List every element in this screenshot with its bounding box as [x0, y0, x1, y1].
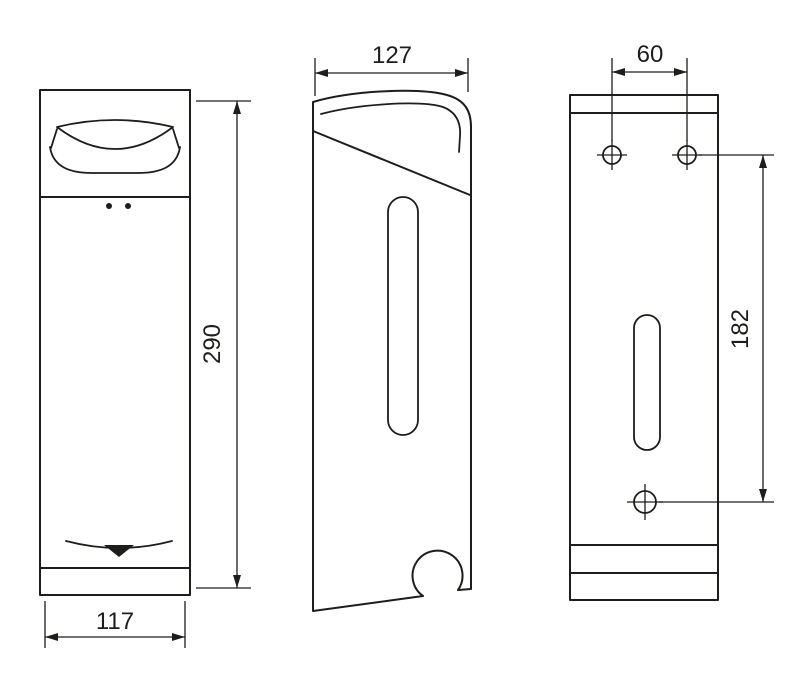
arrowhead-right — [674, 68, 687, 76]
dimension-label-290: 290 — [199, 324, 226, 364]
dimension-front-width: 117 — [44, 601, 186, 648]
dimension-label-60: 60 — [637, 41, 664, 68]
arrowhead-right — [455, 69, 468, 77]
arrowhead-left — [612, 68, 625, 76]
dimension-label-182: 182 — [727, 309, 754, 349]
dimension-hole-spacing-y: 182 — [659, 154, 774, 503]
front-opening-right-edge — [172, 128, 180, 149]
front-indicator-dot-right — [125, 203, 131, 209]
arrowhead-up — [759, 155, 767, 168]
front-down-arrow-marker — [104, 545, 134, 557]
back-mount-hole-top-right — [672, 140, 702, 170]
side-top-diagonal — [312, 130, 471, 196]
dimension-label-127: 127 — [372, 42, 412, 69]
back-window-slot — [633, 314, 661, 451]
dimension-front-height: 290 — [196, 100, 251, 589]
arrowhead-down — [759, 489, 767, 502]
back-outline — [569, 94, 719, 601]
front-opening-left-edge — [50, 128, 58, 149]
arrowhead-right — [172, 633, 185, 641]
dimension-label-117: 117 — [96, 608, 134, 635]
front-outline — [39, 89, 191, 596]
back-mount-hole-bottom — [627, 484, 663, 520]
arrowhead-down — [233, 575, 241, 588]
side-window-slot — [387, 196, 419, 436]
arrowhead-up — [233, 101, 241, 114]
back-mount-hole-top-left — [597, 140, 627, 170]
side-view — [312, 89, 472, 612]
front-view — [39, 89, 191, 596]
arrowhead-left — [315, 69, 328, 77]
front-indicator-dot-left — [106, 203, 112, 209]
arrowhead-left — [45, 633, 58, 641]
dimension-side-depth: 127 — [314, 42, 469, 96]
back-view — [569, 94, 719, 601]
front-opening-lens — [56, 119, 174, 150]
side-outline — [312, 89, 472, 612]
side-hood-inner-line — [320, 102, 461, 153]
front-opening-lip — [49, 146, 181, 174]
dimension-hole-spacing-x: 60 — [611, 41, 688, 141]
